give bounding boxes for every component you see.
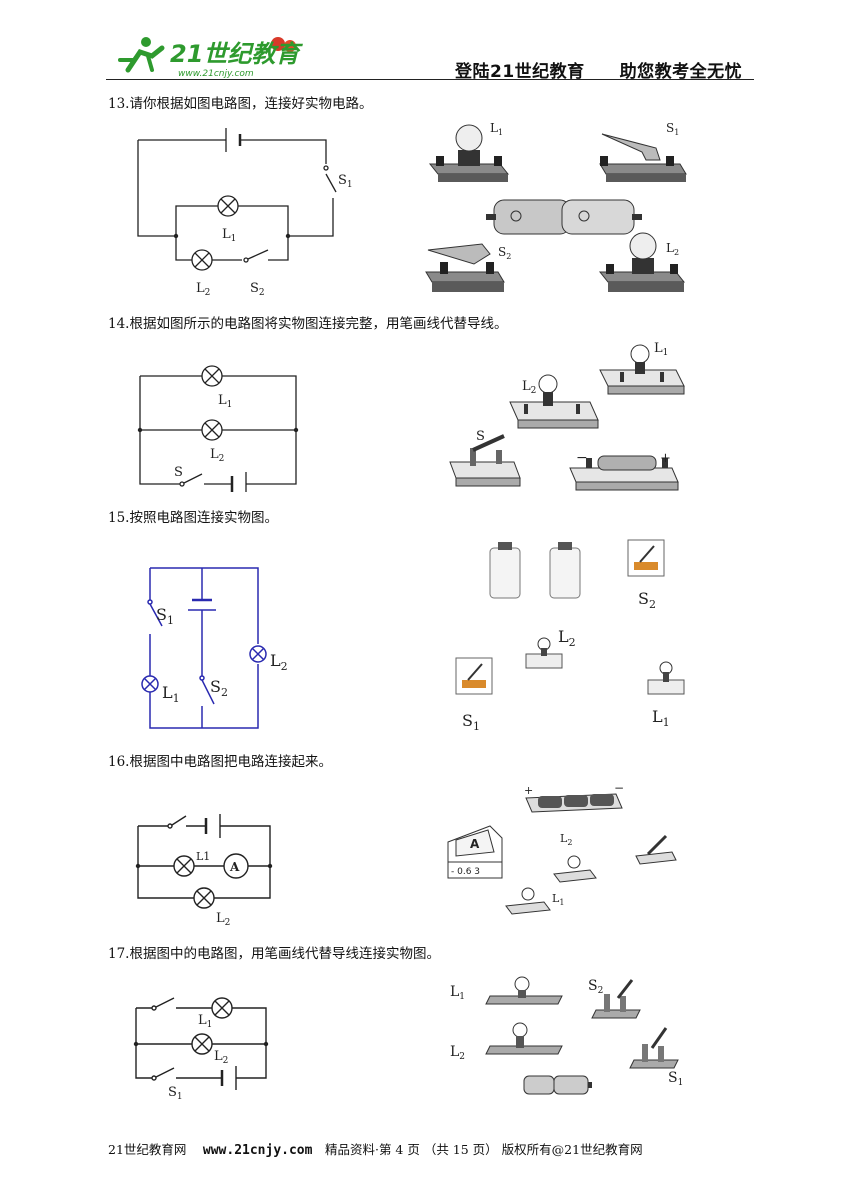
question-13-physical-components: L1 S1 S2 L2: [425, 121, 687, 292]
device-label-s1: S1: [462, 711, 480, 733]
battery-device: [523, 1075, 592, 1095]
lamp-l2-device: [485, 1022, 563, 1055]
label-s: S: [174, 465, 183, 480]
device-label-l2: L2: [558, 627, 576, 649]
page-footer: 21世纪教育网 www.21cnjy.com 精品资料·第 4 页 （共 15 …: [108, 1139, 643, 1158]
ammeter-scale: - 0.6 3: [451, 867, 480, 877]
footer-url[interactable]: www.21cnjy.com: [202, 1143, 313, 1158]
lamp-l1-device: [599, 344, 685, 395]
label-s1: S1: [168, 1085, 183, 1102]
lamp-l1-symbol: [217, 195, 239, 217]
label-l2: L2: [216, 911, 230, 928]
lamp-l2-device: [598, 232, 686, 292]
switch-s2-device: [591, 979, 641, 1019]
label-minus: −: [576, 450, 588, 466]
label-l1: L1: [162, 683, 180, 705]
ammeter-label: A: [229, 860, 240, 874]
question-15-text: 15.按照电路图连接实物图。: [108, 510, 278, 526]
device-label-s2: S2: [638, 589, 656, 611]
label-l1: L1: [222, 227, 236, 244]
footer-page-info: 精品资料·第 4 页 （共 15 页） 版权所有@21世纪教育网: [324, 1142, 643, 1157]
device-label-l2: L2: [666, 241, 679, 257]
label-l2: L2: [214, 1049, 228, 1066]
device-label-l2: L2: [522, 379, 536, 396]
label-plus: +: [660, 451, 671, 466]
label-l1: L1: [196, 850, 210, 863]
device-label-l2: L2: [560, 832, 572, 847]
switch-s2-device: [627, 539, 665, 577]
battery-pack-device: [525, 793, 623, 813]
question-15-physical-components: S2 L2 S1 L1: [455, 539, 685, 733]
battery-cell-2: [549, 542, 581, 599]
device-label-s2: S2: [498, 245, 511, 261]
question-16-physical-components: + − A - 0.6 3 L2 L1: [447, 782, 677, 915]
label-l2: L2: [210, 447, 224, 464]
device-label-s1: S1: [668, 1070, 683, 1088]
question-14-circuit-diagram: L1 L2 S: [137, 365, 299, 492]
logo-text: 21世纪教育: [170, 40, 303, 68]
switch-s1-device: [629, 1027, 679, 1069]
header-slogan: 登陆21世纪教育 助您教考全无忧: [455, 57, 742, 82]
device-label-l1: L1: [450, 984, 465, 1002]
question-17-text: 17.根据图中的电路图，用笔画线代替导线连接实物图。: [108, 946, 440, 962]
question-16-text: 16.根据图中电路图把电路连接起来。: [108, 754, 332, 770]
lamp-l1-device: [647, 661, 685, 695]
switch-s1-device: [599, 133, 687, 182]
question-13-circuit-diagram: S1 L1 L2 S2: [137, 128, 353, 298]
switch-device: [635, 834, 677, 865]
question-17-circuit-diagram: L1 L2 S1: [133, 997, 269, 1102]
label-l2: L2: [196, 281, 210, 298]
lamp-l2-device: [525, 637, 563, 669]
lamp-l1-device: [485, 976, 563, 1005]
battery-device: [486, 199, 642, 235]
device-label-s1: S1: [666, 121, 679, 137]
ammeter-device: A - 0.6 3: [447, 825, 503, 879]
device-label-l1: L1: [552, 892, 564, 907]
lamp-l2-symbol: [191, 249, 213, 271]
switch-s1-device: [455, 657, 493, 695]
question-15-circuit-diagram: S1 L1 S2 L2: [141, 567, 288, 729]
label-s1: S1: [156, 605, 174, 627]
logo-url: www.21cnjy.com: [178, 69, 254, 79]
device-label-l1: L1: [652, 707, 670, 729]
lamp-l2-device: [509, 374, 599, 429]
lamp-l1-device: [505, 887, 551, 915]
slogan-right: 助您教考全无忧: [619, 62, 743, 82]
device-label-l2: L2: [450, 1044, 465, 1062]
battery-device: [569, 455, 679, 491]
label-s1: S1: [338, 173, 353, 190]
label-s2: S2: [210, 677, 228, 699]
header-logo: 21世纪教育 www.21cnjy.com: [108, 30, 308, 80]
question-13-text: 13.请你根据如图电路图，连接好实物电路。: [108, 96, 373, 112]
ammeter-device-label: A: [470, 837, 480, 851]
footer-site: 21世纪教育网: [108, 1142, 187, 1157]
switch-s-device: [449, 434, 521, 487]
lamp-l1-device: [428, 124, 510, 182]
question-17-physical-components: L1 L2 S2 S1: [450, 976, 683, 1095]
battery-cell-1: [489, 542, 521, 599]
device-label-s2: S2: [588, 978, 603, 996]
header-divider: [106, 79, 754, 80]
switch-s2-device: [425, 243, 505, 292]
slogan-left: 登陆21世纪教育: [455, 62, 585, 82]
battery-plus-label: +: [524, 784, 533, 797]
question-14-physical-components: L1 L2 S − +: [449, 341, 685, 491]
running-man-icon: 21世纪教育 www.21cnjy.com: [118, 37, 303, 79]
label-l1: L1: [218, 393, 232, 410]
device-label-s: S: [476, 429, 485, 444]
device-label-l1: L1: [490, 121, 503, 137]
lamp-l2-device: [553, 855, 597, 883]
label-l2: L2: [270, 651, 288, 673]
question-16-circuit-diagram: A L1 L2: [135, 814, 273, 928]
question-14-text: 14.根据如图所示的电路图将实物图连接完整，用笔画线代替导线。: [108, 316, 508, 332]
device-label-l1: L1: [654, 341, 668, 358]
battery-minus-label: −: [614, 782, 624, 795]
label-s2: S2: [250, 281, 265, 298]
label-l1: L1: [198, 1013, 212, 1030]
